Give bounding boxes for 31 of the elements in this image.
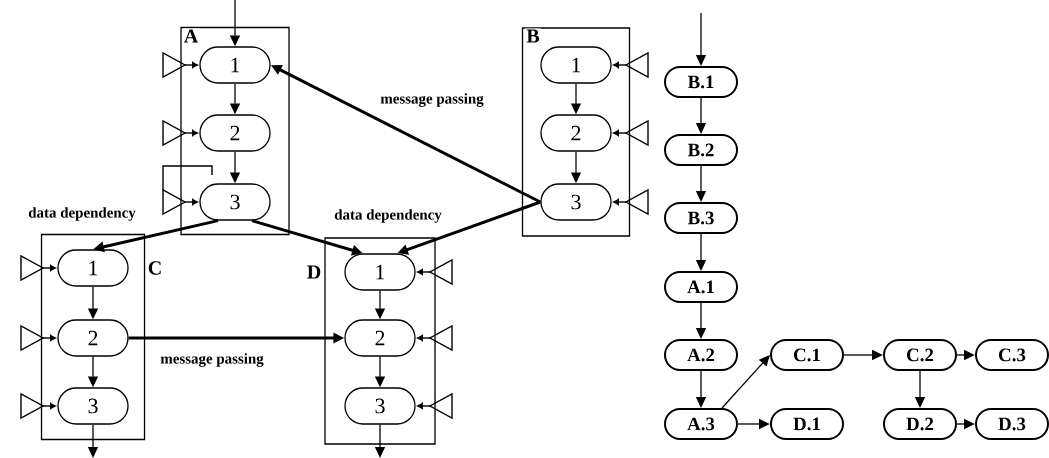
- task-pill: 2: [344, 319, 416, 357]
- task-pill: A.1: [664, 271, 738, 303]
- task-pill: 1: [540, 46, 612, 84]
- task-pill: B.1: [664, 66, 738, 98]
- task-pill: C.2: [883, 339, 957, 371]
- task-pill: B.3: [664, 202, 738, 234]
- task-pill: D.2: [883, 408, 957, 440]
- node-label: D: [307, 265, 321, 279]
- task-pill: A.3: [664, 408, 738, 440]
- task-pill: 1: [57, 249, 129, 287]
- task-pill: B.2: [664, 134, 738, 166]
- task-pill: 1: [344, 253, 416, 291]
- edge-label: message passing: [159, 352, 265, 368]
- task-pill: 3: [57, 387, 129, 425]
- arrow: [721, 355, 770, 409]
- task-pill: A.2: [664, 339, 738, 371]
- task-pill: 1: [199, 46, 271, 84]
- task-pill: C.3: [975, 339, 1049, 371]
- edge-label: data dependency: [27, 206, 137, 222]
- task-pill: C.1: [770, 339, 844, 371]
- task-pill: D.3: [975, 408, 1049, 440]
- edge-label: message passing: [379, 92, 485, 108]
- task-pill: 2: [57, 319, 129, 357]
- task-pill: 2: [199, 114, 271, 152]
- task-pill: D.1: [770, 408, 844, 440]
- node-label: C: [148, 261, 161, 275]
- task-pill: 3: [344, 387, 416, 425]
- task-pill: 3: [199, 183, 271, 221]
- edge-label: data dependency: [333, 208, 443, 224]
- task-pill: 2: [540, 114, 612, 152]
- task-pill: 3: [540, 183, 612, 221]
